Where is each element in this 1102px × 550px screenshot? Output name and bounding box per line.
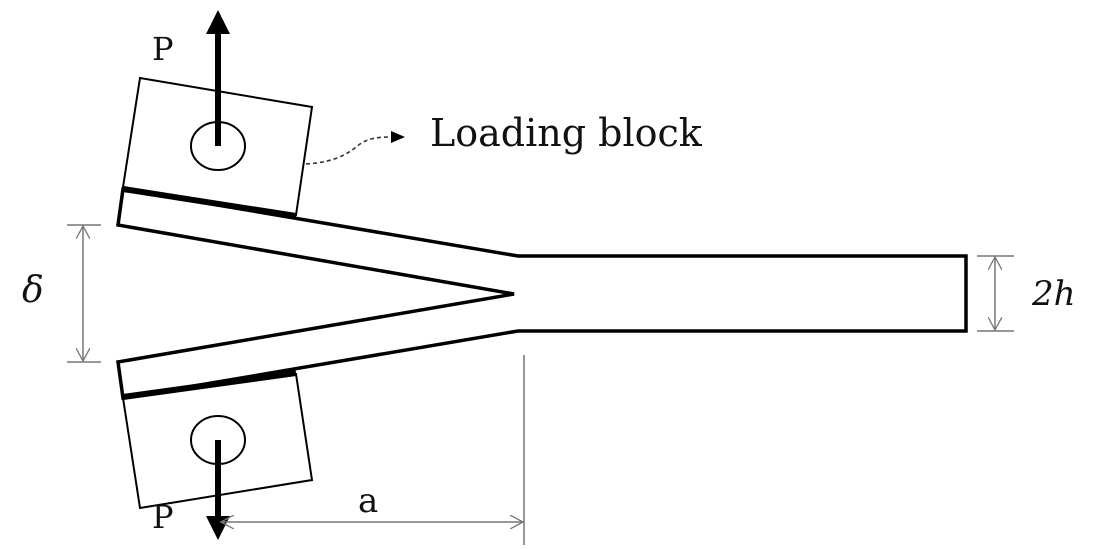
callout-arrow-icon: [305, 130, 405, 165]
crack-length-label: a: [358, 481, 378, 521]
load-label-bottom: P: [152, 498, 174, 536]
upper-adhesive-line: [122, 186, 297, 219]
thickness-label: 2h: [1031, 274, 1076, 314]
delta-label: δ: [22, 270, 44, 311]
load-label-top: P: [152, 30, 174, 68]
loading-block-label: Loading block: [430, 111, 703, 155]
specimen-outline: [116, 186, 968, 401]
lower-adhesive-line: [122, 370, 297, 400]
